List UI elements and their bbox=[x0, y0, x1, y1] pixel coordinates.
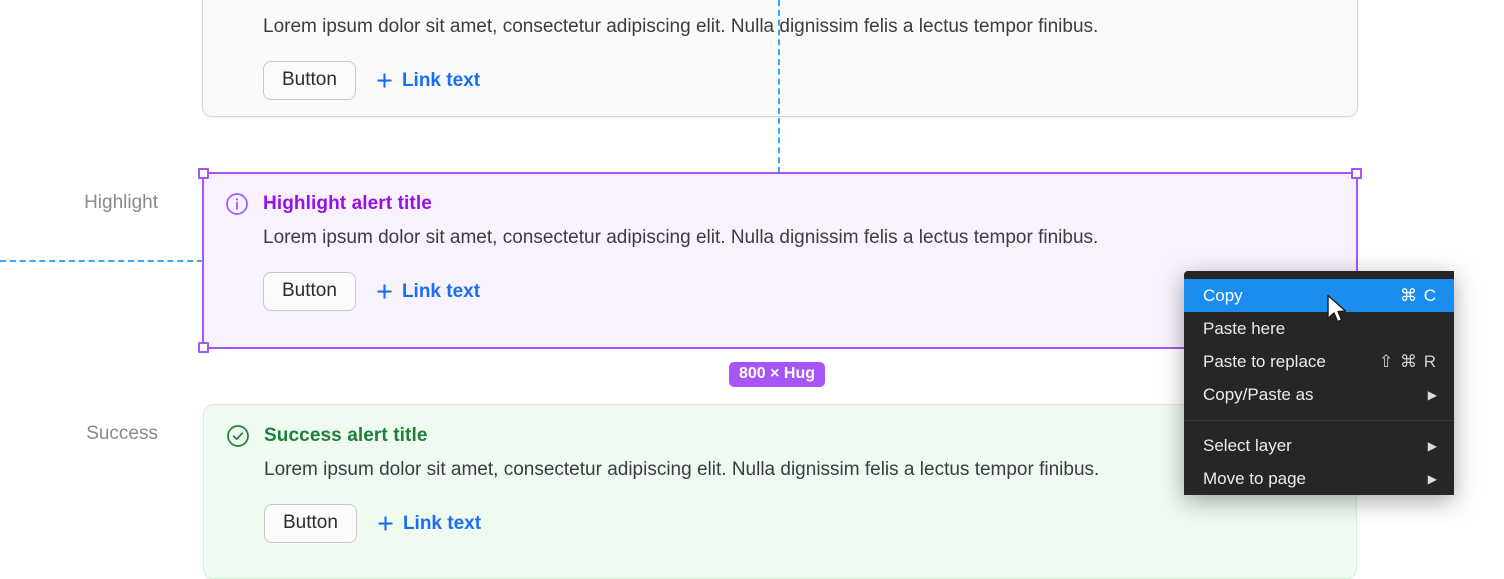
alert-body-highlight: Lorem ipsum dolor sit amet, consectetur … bbox=[263, 227, 1099, 248]
plus-icon bbox=[377, 73, 392, 88]
menu-item-paste-to-replace[interactable]: Paste to replace ⇧ ⌘ R bbox=[1184, 345, 1454, 378]
menu-item-move-to-page-label: Move to page bbox=[1203, 468, 1307, 488]
alert-content-neutral: Lorem ipsum dolor sit amet, consectetur … bbox=[203, 0, 1357, 116]
alert-title-highlight: Highlight alert title bbox=[263, 193, 432, 214]
info-circle-icon bbox=[226, 193, 248, 215]
alert-actions-neutral: Button Link text bbox=[263, 61, 1335, 100]
menu-item-paste-here-label: Paste here bbox=[1203, 318, 1286, 338]
chevron-right-icon: ▶ bbox=[1427, 387, 1437, 402]
alert-button-success[interactable]: Button bbox=[264, 504, 357, 543]
alert-link-label-neutral: Link text bbox=[401, 69, 481, 91]
alert-actions-highlight: Button Link text bbox=[263, 272, 1335, 311]
alert-card-highlight[interactable]: Highlight alert title Lorem ipsum dolor … bbox=[203, 173, 1357, 348]
menu-item-paste-to-replace-label: Paste to replace bbox=[1203, 351, 1326, 371]
menu-item-select-layer-label: Select layer bbox=[1203, 435, 1292, 455]
menu-item-copy-paste-as[interactable]: Copy/Paste as ▶ bbox=[1184, 378, 1454, 411]
chevron-right-icon: ▶ bbox=[1427, 471, 1437, 486]
menu-item-move-to-page[interactable]: Move to page ▶ bbox=[1184, 462, 1454, 495]
alert-content-highlight: Highlight alert title Lorem ipsum dolor … bbox=[203, 173, 1357, 348]
alert-header-success: Success alert title bbox=[226, 423, 1334, 449]
alert-body-neutral: Lorem ipsum dolor sit amet, consectetur … bbox=[263, 16, 1099, 37]
plus-icon bbox=[378, 516, 393, 531]
alert-link-highlight[interactable]: Link text bbox=[376, 281, 480, 303]
row-label-highlight: Highlight bbox=[84, 192, 158, 213]
alert-link-label-highlight: Link text bbox=[401, 280, 481, 302]
row-label-success: Success bbox=[86, 423, 158, 444]
menu-item-copy[interactable]: Copy ⌘ C bbox=[1184, 279, 1454, 312]
menu-item-paste-here[interactable]: Paste here bbox=[1184, 312, 1454, 345]
context-menu[interactable]: Copy ⌘ C Paste here Paste to replace ⇧ ⌘… bbox=[1184, 271, 1454, 495]
alignment-guide-vertical bbox=[778, 0, 780, 173]
menu-separator bbox=[1184, 420, 1454, 421]
alert-title-success: Success alert title bbox=[264, 425, 428, 446]
alert-link-success[interactable]: Link text bbox=[377, 513, 481, 535]
alert-body-success: Lorem ipsum dolor sit amet, consectetur … bbox=[264, 459, 1100, 480]
chevron-right-icon: ▶ bbox=[1427, 438, 1437, 453]
menu-item-select-layer[interactable]: Select layer ▶ bbox=[1184, 429, 1454, 462]
alert-button-neutral[interactable]: Button bbox=[263, 61, 356, 100]
alert-actions-success: Button Link text bbox=[264, 504, 1334, 543]
alignment-guide-horizontal bbox=[0, 260, 203, 262]
menu-item-copy-label: Copy bbox=[1203, 285, 1243, 305]
menu-item-paste-to-replace-shortcut: ⇧ ⌘ R bbox=[1379, 351, 1437, 371]
check-circle-icon bbox=[227, 425, 249, 447]
alert-header-highlight: Highlight alert title bbox=[225, 191, 1335, 217]
design-canvas: Lorem ipsum dolor sit amet, consectetur … bbox=[0, 0, 1454, 579]
alert-card-neutral[interactable]: Lorem ipsum dolor sit amet, consectetur … bbox=[202, 0, 1358, 117]
plus-icon bbox=[377, 284, 392, 299]
menu-item-copy-paste-as-label: Copy/Paste as bbox=[1203, 384, 1314, 404]
alert-link-neutral[interactable]: Link text bbox=[376, 70, 480, 92]
menu-item-copy-shortcut: ⌘ C bbox=[1400, 285, 1437, 305]
selection-size-badge: 800 × Hug bbox=[729, 362, 826, 387]
alert-button-highlight[interactable]: Button bbox=[263, 272, 356, 311]
alert-link-label-success: Link text bbox=[402, 512, 482, 534]
